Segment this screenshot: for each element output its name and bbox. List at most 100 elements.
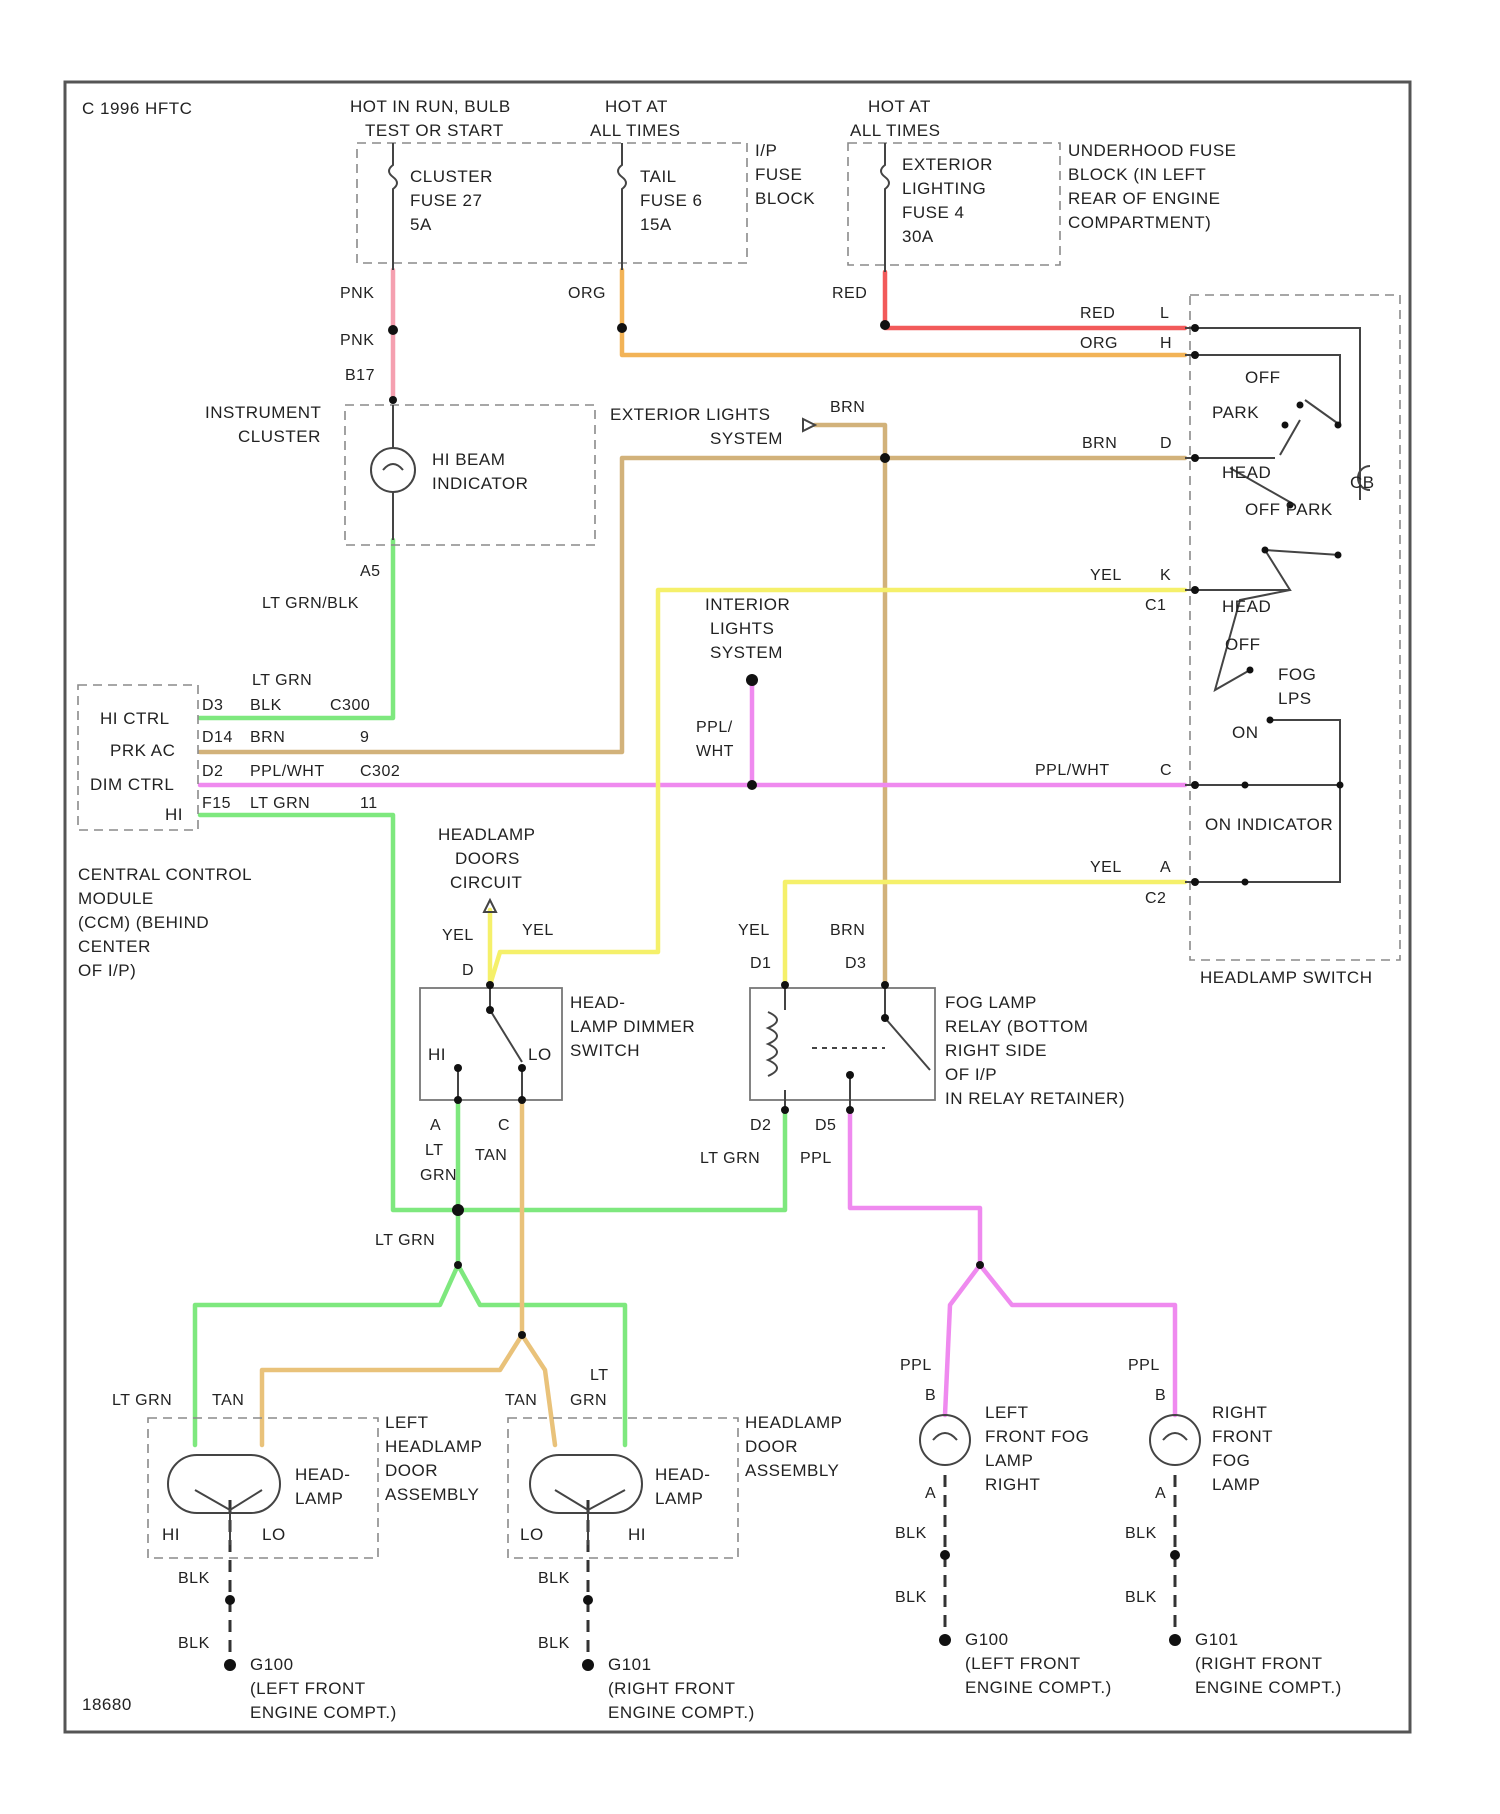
copyright-label: C 1996 HFTC [82,99,192,118]
relay-pin-d3: D3 [845,955,866,972]
left-hl-label-2: HEADLAMP [385,1437,483,1456]
fuse-tail-label-1: TAIL [640,167,677,186]
exterior-lights-label-2: SYSTEM [710,429,783,448]
wire-label-b17: B17 [345,367,375,384]
wire-label-grn: GRN [420,1167,457,1184]
left-hl-label-3: DOOR [385,1461,438,1480]
ip-fuse-block-label-3: BLOCK [755,189,815,208]
wire-label-brn-d: BRN [1082,435,1117,452]
wire-ppl-fog [850,1110,1175,1415]
g100-loc-2: ENGINE COMPT.) [250,1703,397,1722]
left-hl-hi: HI [162,1525,180,1544]
cluster-label-2: CLUSTER [238,427,321,446]
gnd1-blk-1: BLK [178,1570,210,1587]
ip-fuse-block-label-1: I/P [755,141,777,160]
ip-fuse-block-label-2: FUSE [755,165,802,184]
ccm-pin-dim-ctrl: DIM CTRL [90,775,174,794]
wire-label-yel-doors: YEL [442,927,474,944]
ccm-row4-num: 11 [360,795,378,812]
right-hl-wire-grn: GRN [570,1392,607,1409]
wire-label-a5: A5 [360,563,381,580]
gnd3-blk-2: BLK [895,1589,927,1606]
ccm-row3-pin: D2 [202,763,223,780]
ccm-pin-hi: HI [165,805,183,824]
left-hl-label-1: LEFT [385,1413,429,1432]
switch-pos-off: OFF [1245,368,1281,387]
left-hl-wire-ltgrn: LT GRN [112,1392,172,1409]
relay-label-2: RELAY (BOTTOM [945,1017,1088,1036]
wire-label-red-1: RED [832,285,867,302]
relay-label-3: RIGHT SIDE [945,1041,1047,1060]
switch-pos-lps: LPS [1278,689,1312,708]
cluster-label-1: INSTRUMENT [205,403,321,422]
ccm-label-4: CENTER [78,937,151,956]
headlamp-dimmer-switch: HI LO [420,988,562,1100]
relay-pin-d1: D1 [750,955,771,972]
right-hl-hi: HI [628,1525,646,1544]
wire-label-ppl-wht-v2: WHT [696,743,734,760]
left-fog-label-2: FRONT FOG [985,1427,1089,1446]
cluster-indicator-label-2: INDICATOR [432,474,528,493]
ccm-row1-ltgrn: LT GRN [252,672,312,689]
ccm-row2-pin: D14 [202,729,233,746]
switch-pin-l: L [1160,305,1169,322]
right-fog-label-4: LAMP [1212,1475,1260,1494]
switch-pin-h: H [1160,335,1172,352]
ground-g100-left-fog: G100 (LEFT FRONT ENGINE COMPT.) [939,1630,1112,1697]
switch-pos-on: ON [1232,723,1259,742]
headlamp-doors-label-2: DOORS [455,849,520,868]
right-hl-label-3: ASSEMBLY [745,1461,839,1480]
figure-id-label: 18680 [82,1695,132,1714]
hot-run-label-1: HOT IN RUN, BULB [350,97,511,116]
fuse-tail-label-2: FUSE 6 [640,191,703,210]
right-fog-pin-a: A [1155,1485,1166,1502]
switch-pos-head-2: HEAD [1222,597,1271,616]
dimmer-label-3: SWITCH [570,1041,640,1060]
g102-loc-2: ENGINE COMPT.) [965,1678,1112,1697]
wire-label-org: ORG [568,285,606,302]
right-fog-pin-b: B [1155,1387,1166,1404]
g103-id: G101 [1195,1630,1239,1649]
right-hl-head-lamp-2: LAMP [655,1489,703,1508]
wire-label-yel-relay: YEL [738,922,770,939]
fuse-cluster-label-2: FUSE 27 [410,191,482,210]
relay-label-5: IN RELAY RETAINER) [945,1089,1125,1108]
ground-g101-right-headlamp: G101 (RIGHT FRONT ENGINE COMPT.) [582,1655,755,1722]
dimmer-contact-hi: HI [428,1045,446,1064]
ccm-label-3: (CCM) (BEHIND [78,913,209,932]
right-fog-wire-ppl: PPL [1128,1357,1160,1374]
ccm-label-5: OF I/P) [78,961,136,980]
dimmer-pin-a: A [430,1117,441,1134]
ccm-row1-splice: C300 [330,697,370,714]
left-fog-label-1: LEFT [985,1403,1029,1422]
g102-loc-1: (LEFT FRONT [965,1654,1081,1673]
wire-label-tan: TAN [475,1147,507,1164]
g101-id: G101 [608,1655,652,1674]
wire-label-ltgrn-split: LT GRN [375,1232,435,1249]
g101-loc-2: ENGINE COMPT.) [608,1703,755,1722]
g100-id: G100 [250,1655,294,1674]
g100-loc-1: (LEFT FRONT [250,1679,366,1698]
gnd3-blk-1: BLK [895,1525,927,1542]
left-hl-label-4: ASSEMBLY [385,1485,479,1504]
fuse-ext-label-2: LIGHTING [902,179,986,198]
ccm-row4-pin: F15 [202,795,231,812]
hot-all-2-label-1: HOT AT [868,97,931,116]
ccm-row1-wire: BLK [250,697,282,714]
ground-g101-right-fog: G101 (RIGHT FRONT ENGINE COMPT.) [1169,1630,1342,1697]
ground-g100-left-headlamp: G100 (LEFT FRONT ENGINE COMPT.) [224,1655,397,1722]
cluster-indicator-label-1: HI BEAM [432,450,505,469]
wire-label-ppl-wht-v1: PPL/ [696,719,733,736]
switch-pin-a: A [1160,859,1171,876]
wire-label-yel-k: YEL [1090,567,1122,584]
switch-pin-k: K [1160,567,1171,584]
wire-label-org-2: ORG [1080,335,1118,352]
dimmer-pin-c: C [498,1117,510,1134]
switch-on-indicator: ON INDICATOR [1205,815,1333,834]
ccm-row1-pin: D3 [202,697,223,714]
switch-pin-d: D [1160,435,1172,452]
fuse-tail-label-3: 15A [640,215,672,234]
ccm-row2-num: 9 [360,729,369,746]
ccm-row4-wire: LT GRN [250,795,310,812]
